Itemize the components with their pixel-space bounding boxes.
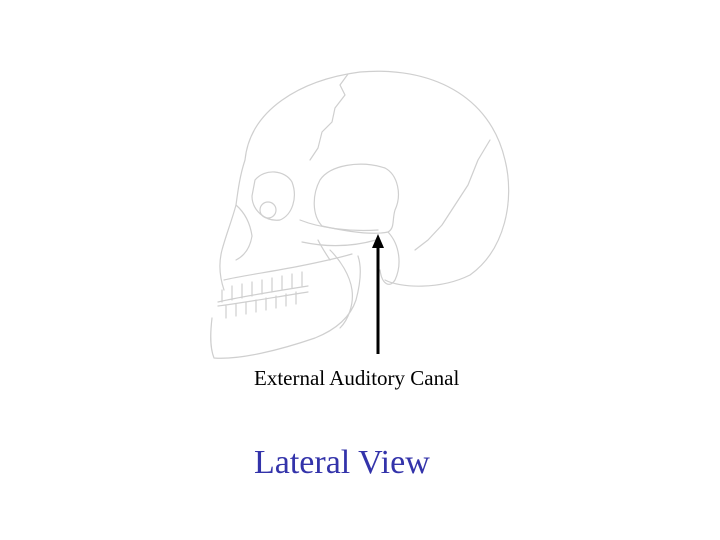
zygomatic-arch (299, 219, 379, 247)
arrow-up-icon (372, 234, 384, 248)
lambdoid-suture (414, 139, 491, 251)
slide-title: Lateral View (254, 444, 430, 481)
annotation-label: External Auditory Canal (254, 366, 460, 390)
mandible (210, 255, 361, 359)
upper-teeth (217, 271, 309, 303)
orbit-inner (259, 201, 277, 219)
maxilla (223, 253, 353, 281)
nasal-bone (235, 204, 253, 261)
face-profile (219, 159, 246, 291)
pointer-arrow (372, 234, 384, 354)
coronoid-process (317, 239, 331, 261)
coronal-suture (309, 73, 349, 161)
skull-illustration (210, 70, 510, 359)
cranium-outline (244, 70, 510, 287)
orbit (251, 171, 295, 221)
mandible-ramus (329, 249, 353, 329)
lower-teeth (217, 291, 309, 319)
temporal-bone (313, 163, 399, 234)
mastoid-process (379, 231, 400, 285)
